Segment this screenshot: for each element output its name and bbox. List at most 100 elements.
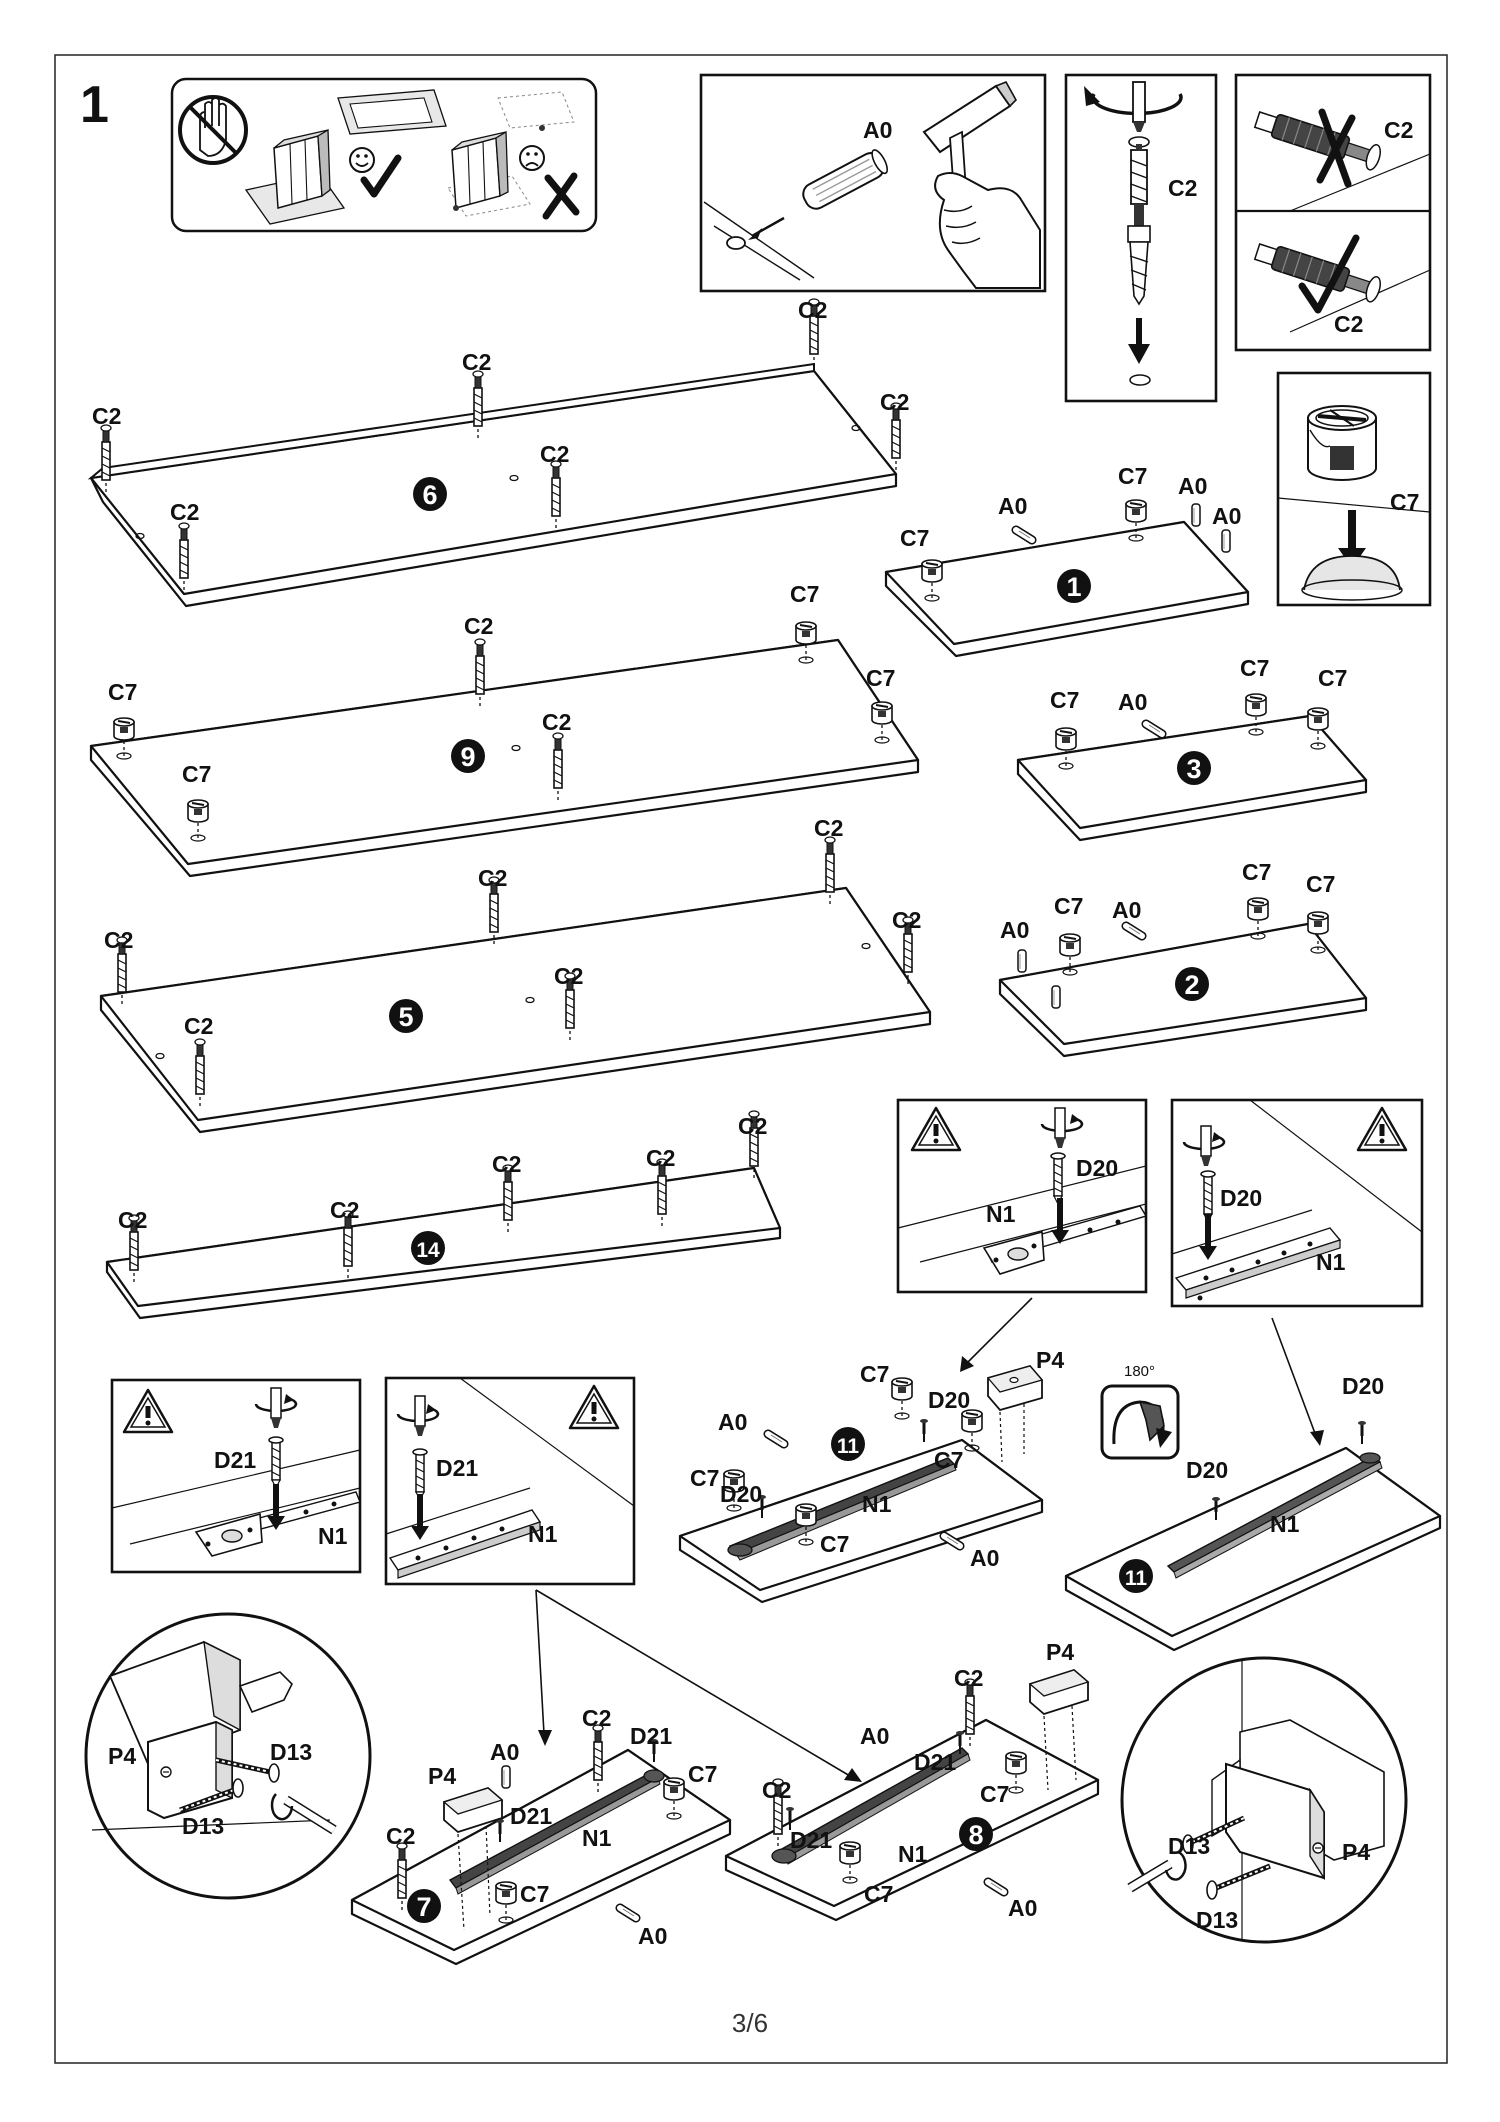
c7-label: C7 bbox=[820, 1531, 849, 1557]
svg-text:8: 8 bbox=[968, 1820, 983, 1850]
happy-face-icon bbox=[349, 147, 375, 173]
d13-label: D13 bbox=[270, 1739, 312, 1765]
c7-label: C7 bbox=[690, 1465, 719, 1491]
n1-label: N1 bbox=[862, 1491, 892, 1517]
a0-dowel bbox=[620, 1908, 636, 1918]
a0-label: A0 bbox=[1212, 503, 1241, 529]
p4-label: P4 bbox=[428, 1763, 456, 1789]
a0-label: A0 bbox=[998, 493, 1027, 519]
panel-11-with-rail: C7 C7 C7 C7 A0 A0 D20 D20 N1 P4 11 bbox=[678, 1347, 1064, 1604]
callout-arrow bbox=[535, 1589, 862, 1782]
c2-label: C2 bbox=[464, 613, 493, 639]
check-mark-icon bbox=[1298, 234, 1360, 314]
svg-text:2: 2 bbox=[1184, 970, 1199, 1000]
c7-label: C7 bbox=[790, 581, 819, 607]
panel-14: C2 C2 C2 C2 C2 14 bbox=[105, 1110, 782, 1320]
panel-9: C7 C7 C7 C7 C2 C2 9 bbox=[89, 581, 920, 878]
svg-text:1: 1 bbox=[1066, 572, 1081, 602]
a0-label: A0 bbox=[638, 1923, 667, 1949]
a0-dowel bbox=[501, 1765, 511, 1789]
c7-label: C7 bbox=[1390, 489, 1419, 515]
c2-label: C2 bbox=[892, 907, 921, 933]
c7-label: C7 bbox=[1050, 687, 1079, 713]
screwdriver-icon bbox=[1200, 1125, 1212, 1167]
c7-label: C7 bbox=[1306, 871, 1335, 897]
panel-6: C2 C2 C2 C2 C2 C2 6 bbox=[87, 297, 909, 608]
c7-label: C7 bbox=[520, 1881, 549, 1907]
n1-label: N1 bbox=[528, 1521, 558, 1547]
a0-dowel bbox=[1221, 529, 1231, 553]
panel-5: C2 C2 C2 C2 C2 C2 5 bbox=[99, 815, 932, 1134]
screwdriver-icon bbox=[270, 1793, 337, 1835]
c2-bolt-large bbox=[1127, 136, 1151, 306]
dowel-hammer-inset: A0 bbox=[699, 73, 1047, 293]
panel-number-badge: 1 bbox=[1057, 569, 1091, 603]
c7-label: C7 bbox=[1054, 893, 1083, 919]
n1-label: N1 bbox=[1316, 1249, 1346, 1275]
screwdriver-icon bbox=[1054, 1107, 1066, 1149]
c2-label: C2 bbox=[646, 1145, 675, 1171]
c2-label: C2 bbox=[170, 499, 199, 525]
d13-label: D13 bbox=[182, 1813, 224, 1839]
d21-label: D21 bbox=[510, 1803, 552, 1829]
d20-screw bbox=[1356, 1419, 1368, 1446]
cross-mark-icon bbox=[542, 172, 580, 220]
p4-label: P4 bbox=[1342, 1839, 1370, 1865]
c7-label: C7 bbox=[864, 1881, 893, 1907]
svg-text:11: 11 bbox=[837, 1435, 860, 1458]
a0-dowel bbox=[802, 149, 889, 210]
callout-arrow bbox=[1271, 1317, 1324, 1446]
p4-detail-circle-left: P4 D13 D13 bbox=[84, 1612, 372, 1900]
page-number: 3/6 bbox=[732, 2008, 768, 2038]
d21-label: D21 bbox=[436, 1455, 478, 1481]
a0-dowel bbox=[1126, 926, 1142, 936]
c7-cam-lock bbox=[891, 1377, 913, 1420]
page-border bbox=[54, 54, 1448, 2064]
panel-3: C7 C7 C7 A0 3 bbox=[1016, 655, 1368, 842]
c2-label: C2 bbox=[1168, 175, 1197, 201]
c7-label: C7 bbox=[900, 525, 929, 551]
svg-text:7: 7 bbox=[416, 1892, 431, 1922]
d20-label: D20 bbox=[1186, 1457, 1228, 1483]
p4-label: P4 bbox=[1036, 1347, 1064, 1373]
a0-label: A0 bbox=[490, 1739, 519, 1765]
screwdriver-icon bbox=[414, 1395, 426, 1437]
c2-label: C2 bbox=[330, 1197, 359, 1223]
svg-text:14: 14 bbox=[416, 1239, 440, 1262]
n1-label: N1 bbox=[582, 1825, 612, 1851]
d21-detail-inset-right: D21 N1 bbox=[384, 1376, 636, 1586]
c2-label: C2 bbox=[492, 1151, 521, 1177]
a0-dowel bbox=[768, 1434, 784, 1444]
c7-label: C7 bbox=[688, 1761, 717, 1787]
c7-label: C7 bbox=[1118, 463, 1147, 489]
d13-screw bbox=[1206, 1863, 1271, 1900]
panel-2: C7 C7 C7 A0 A0 2 bbox=[998, 859, 1368, 1058]
rotate-180-icon: 180° bbox=[1100, 1363, 1180, 1460]
panel-number-badge: 8 bbox=[959, 1817, 993, 1851]
c2-label: C2 bbox=[184, 1013, 213, 1039]
svg-text:5: 5 bbox=[398, 1002, 413, 1032]
panel-number-badge: 14 bbox=[411, 1231, 445, 1265]
a0-label: A0 bbox=[1178, 473, 1207, 499]
d21-detail-inset-left: D21 N1 bbox=[110, 1378, 362, 1574]
screwdriver-icon bbox=[1127, 1850, 1187, 1893]
p4-label: P4 bbox=[108, 1743, 136, 1769]
svg-text:3: 3 bbox=[1186, 754, 1201, 784]
c7-cam-lock-inset: C7 bbox=[1276, 371, 1432, 607]
c2-label: C2 bbox=[1334, 311, 1363, 337]
no-hand-icon bbox=[178, 95, 248, 165]
c2-label: C2 bbox=[954, 1665, 983, 1691]
screwdriver-icon bbox=[270, 1387, 282, 1429]
c2-screwdriver-inset: C2 bbox=[1064, 73, 1218, 403]
c2-label: C2 bbox=[738, 1113, 767, 1139]
panel-11-flipped: D20 D20 N1 11 bbox=[1064, 1373, 1442, 1652]
hand-icon bbox=[934, 172, 1041, 289]
d20-label: D20 bbox=[1220, 1185, 1262, 1211]
panel-number-badge: 3 bbox=[1177, 751, 1211, 785]
a0-label: A0 bbox=[860, 1723, 889, 1749]
a0-dowel bbox=[1016, 530, 1032, 540]
care-instruction-box bbox=[170, 77, 598, 233]
cross-mark-icon bbox=[1316, 108, 1356, 188]
c2-label: C2 bbox=[478, 865, 507, 891]
